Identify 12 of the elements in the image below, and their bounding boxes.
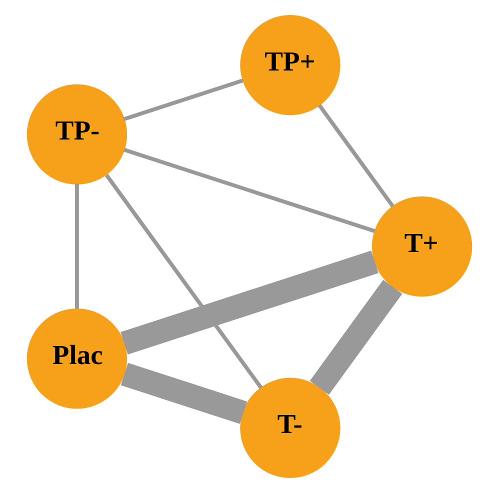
node-circle: TP+ [240,15,340,116]
connector [122,78,243,122]
connector [309,280,402,395]
connector [104,174,262,389]
node-circle: TP- [26,84,127,184]
connector [317,104,394,208]
connector [123,148,375,234]
node-circle: T+ [371,196,472,297]
node-circle: Plac [26,308,127,409]
connector [120,362,247,424]
node-circle: T- [240,378,340,478]
connector [74,184,78,309]
